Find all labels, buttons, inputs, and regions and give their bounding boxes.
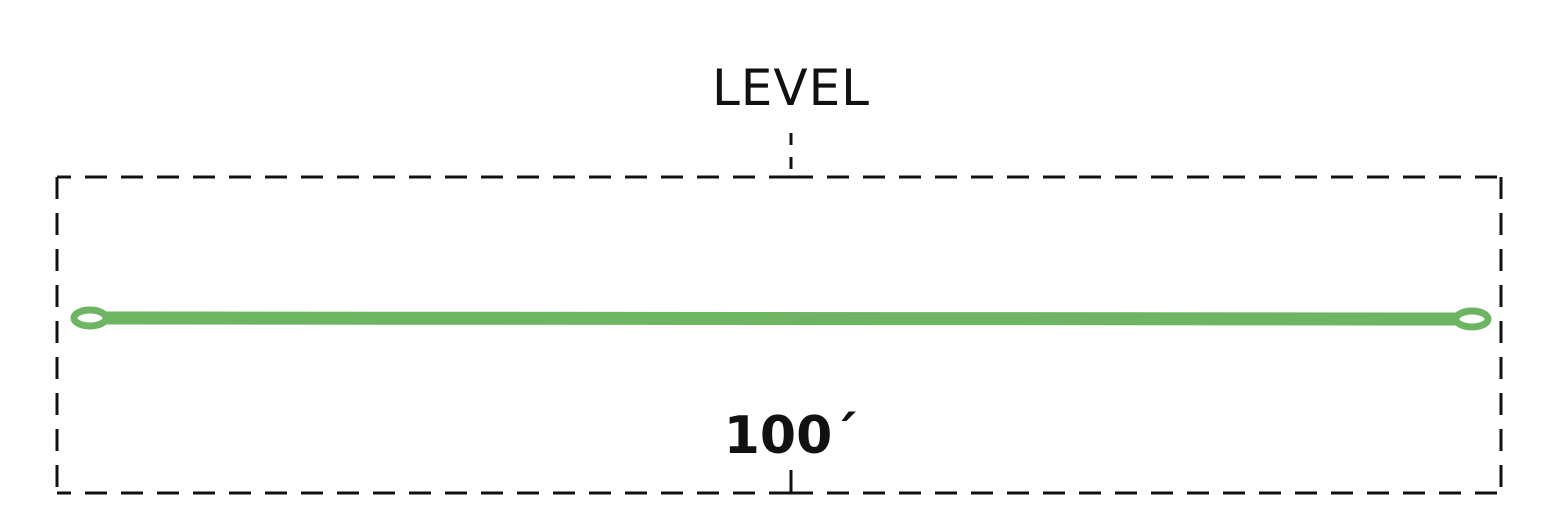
left-eyelet-icon [70, 306, 110, 330]
level-title: LEVEL [712, 59, 870, 117]
rope-line [97, 311, 1463, 326]
right-eyelet-icon [1452, 307, 1492, 331]
length-label: 100´ [724, 406, 859, 466]
